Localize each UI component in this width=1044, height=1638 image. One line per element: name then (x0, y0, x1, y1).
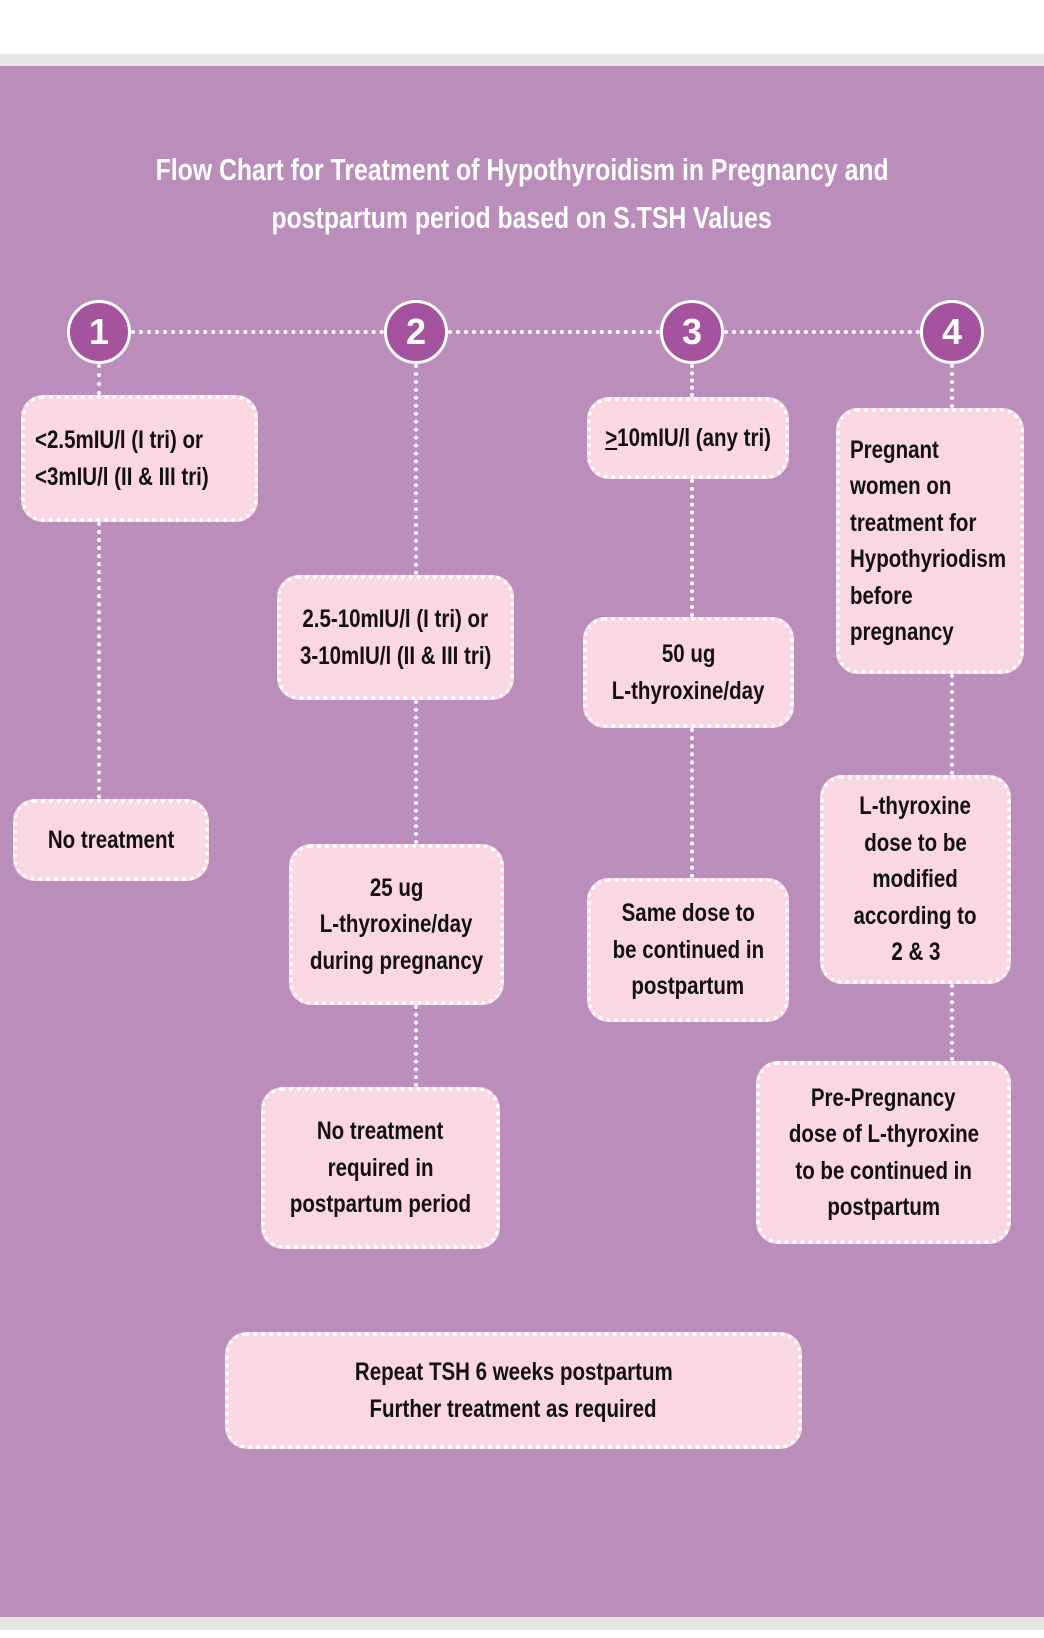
dotted-connector (690, 364, 694, 397)
box-text-line: <2.5mIU/l (I tri) or (35, 426, 204, 454)
dotted-connector (414, 1005, 418, 1087)
box-text-line: before (850, 581, 913, 610)
box-text-line: L-thyroxine/day (320, 910, 473, 939)
step-circle-4: 4 (920, 300, 984, 364)
box-text-line: postpartum (827, 1193, 940, 1221)
step-circle-1: 1 (67, 300, 131, 364)
box-text-line: pregnancy (850, 618, 954, 646)
box-text-line: <3mIU/l (II & III tri) (35, 462, 209, 491)
step-circle-3: 3 (660, 300, 724, 364)
box-col1-criteria: <2.5mIU/l (I tri) or <3mIU/l (II & III tr… (21, 395, 258, 522)
box-col4-dose: L-thyroxine dose to be modified according t… (820, 775, 1011, 984)
dotted-connector (950, 364, 954, 408)
box-text-line: 2 & 3 (890, 938, 940, 967)
box-text-line: Repeat TSH 6 weeks postpartum (354, 1358, 673, 1386)
box-text-line: L-thyroxine/day (612, 676, 765, 705)
box-text-line: dose to be (864, 828, 967, 857)
box-col3-criteria: >10mIU/l (any tri) (587, 397, 789, 479)
bottom-band (0, 1617, 1044, 1630)
chart-title-line-1: Flow Chart for Treatment of Hypothyroidi… (155, 152, 889, 187)
dotted-connector (414, 364, 418, 575)
box-col2-criteria: 2.5-10mIU/l (I tri) or 3-10mIU/l (II & II… (277, 575, 514, 700)
box-text-line: No treatment (317, 1117, 444, 1146)
box-text-line: 3-10mIU/l (II & III tri) (299, 641, 492, 670)
box-text-line: Pregnant (850, 435, 939, 464)
box-text-line: Pre-Pregnancy (811, 1083, 956, 1112)
box-text-line: women on (850, 472, 952, 500)
dotted-connector (97, 522, 101, 799)
box-text-line: 2.5-10mIU/l (I tri) or (302, 605, 489, 633)
box-text-line: Same dose to (621, 899, 755, 928)
dotted-connector (950, 984, 954, 1061)
box-col2-postpartum: No treatment required in postpartum period (261, 1087, 500, 1249)
chart-title-line-2: postpartum period based on S.TSH Values (271, 200, 773, 235)
box-text-line: Further treatment as required (369, 1394, 658, 1423)
box-text-line: 25 ug (369, 873, 424, 902)
dotted-connector (690, 728, 694, 878)
dotted-connector (690, 479, 694, 617)
box-col1-no-treatment: No treatment (13, 799, 209, 881)
box-text-line: modified (872, 865, 959, 894)
dotted-connector (97, 364, 101, 395)
box-text-line: 50 ug (661, 640, 716, 668)
box-col3-dose: 50 ug L-thyroxine/day (583, 617, 794, 728)
box-text-line: Hypothyriodism (850, 545, 1007, 573)
box-text-line: No treatment (47, 825, 175, 854)
box-text-line: be continued in (612, 935, 764, 964)
top-band (0, 54, 1044, 66)
box-col4-postpartum: Pre-Pregnancy dose of L-thyroxine to be co… (756, 1061, 1011, 1244)
box-text-line: according to (853, 901, 977, 930)
box-text-line: required in (327, 1153, 434, 1182)
step-circle-2: 2 (384, 300, 448, 364)
dotted-connector (950, 674, 954, 775)
box-text-line: during pregnancy (309, 946, 484, 975)
dotted-connector (724, 330, 920, 334)
box-text-line: treatment for (850, 508, 977, 537)
box-col2-dose: 25 ug L-thyroxine/day during pregnancy (289, 844, 504, 1005)
box-text-line: to be continued in (795, 1156, 972, 1185)
box-text-line: postpartum (631, 972, 745, 1001)
box-text-line: dose of L-thyroxine (788, 1120, 979, 1148)
box-text-line: postpartum period (289, 1190, 472, 1219)
dotted-connector (448, 330, 660, 334)
dotted-connector (414, 700, 418, 844)
box-text-line: L-thyroxine (859, 792, 972, 821)
box-col3-postpartum: Same dose to be continued in postpartum (587, 878, 789, 1022)
dotted-connector (131, 330, 384, 334)
box-text-line: >10mIU/l (any tri) (605, 423, 771, 452)
